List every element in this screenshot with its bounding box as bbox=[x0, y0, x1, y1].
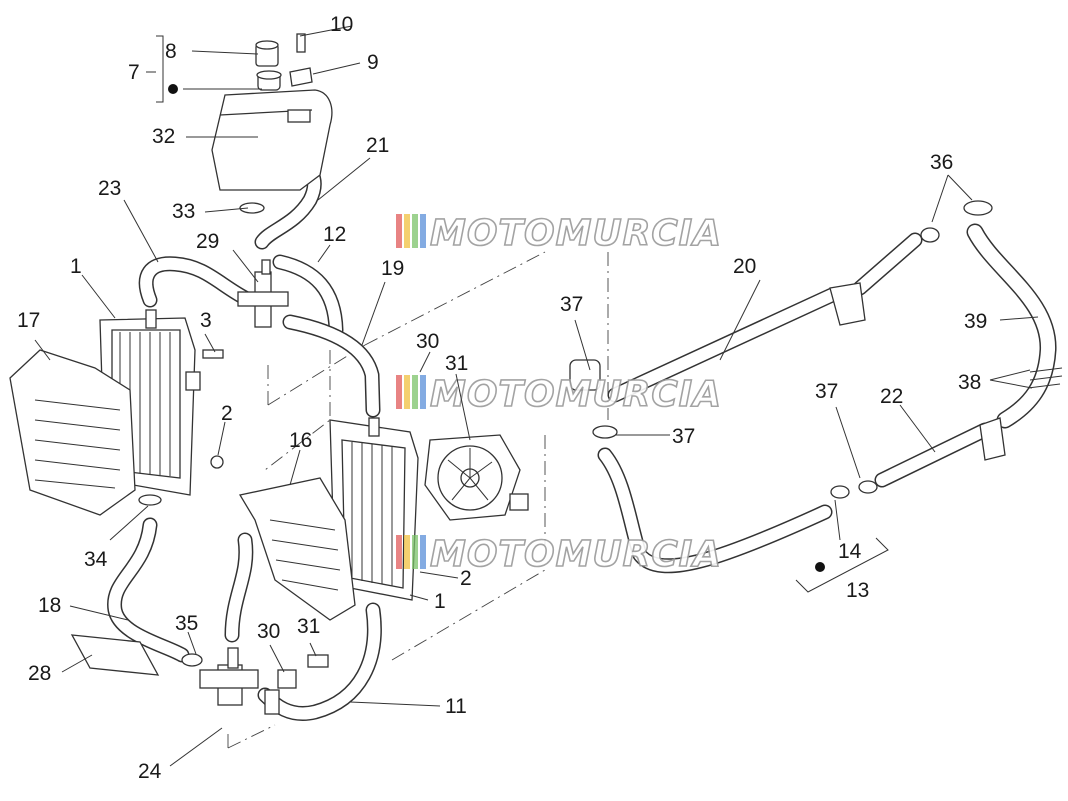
leader-lines bbox=[34, 25, 1039, 767]
hoses bbox=[107, 132, 1057, 721]
flange bbox=[829, 282, 866, 326]
label-29: 29 bbox=[196, 230, 219, 253]
adhesive-pad bbox=[70, 634, 160, 676]
label-32: 32 bbox=[152, 125, 175, 148]
label-30-lower: 30 bbox=[257, 620, 280, 643]
label-33: 33 bbox=[172, 200, 195, 223]
assembly-guide-lines bbox=[227, 251, 609, 749]
watermark-text: MOTOMURCIA bbox=[430, 374, 722, 415]
pipe-fitting bbox=[569, 359, 601, 391]
label-1-right: 1 bbox=[434, 590, 446, 613]
watermark: MOTOMURCIA MOTOMURCIA MOTOMURCIA bbox=[396, 212, 722, 576]
label-21: 21 bbox=[366, 134, 389, 157]
assembly-dot bbox=[815, 562, 825, 572]
label-28: 28 bbox=[28, 662, 51, 685]
label-10: 10 bbox=[330, 13, 353, 36]
watermark-logo: MOTOMURCIA bbox=[396, 533, 722, 576]
label-36: 36 bbox=[930, 151, 953, 174]
clip bbox=[277, 669, 297, 689]
hose-clamps bbox=[138, 200, 993, 667]
label-9: 9 bbox=[367, 51, 379, 74]
label-30-upper: 30 bbox=[416, 330, 439, 353]
t-fitting-lower bbox=[199, 647, 280, 715]
label-11: 11 bbox=[445, 695, 467, 718]
label-37-upper: 37 bbox=[560, 293, 583, 316]
watermark-logo: MOTOMURCIA bbox=[396, 373, 722, 416]
label-2-upper: 2 bbox=[221, 402, 233, 425]
label-12: 12 bbox=[323, 223, 346, 246]
nut bbox=[210, 455, 224, 469]
t-fitting-upper bbox=[237, 259, 289, 328]
label-2-lower: 2 bbox=[460, 567, 472, 590]
watermark-text: MOTOMURCIA bbox=[430, 213, 722, 254]
label-35: 35 bbox=[175, 612, 198, 635]
watermark-text: MOTOMURCIA bbox=[430, 534, 722, 575]
label-31-upper: 31 bbox=[445, 352, 468, 375]
part-number-labels: 10 8 9 7 32 21 23 33 12 29 1 19 17 3 30 … bbox=[17, 13, 987, 783]
label-3: 3 bbox=[200, 309, 212, 332]
right-shroud bbox=[238, 477, 356, 621]
label-1-left: 1 bbox=[70, 255, 82, 278]
screw bbox=[296, 33, 306, 53]
label-14: 14 bbox=[838, 540, 862, 563]
label-39: 39 bbox=[964, 310, 987, 333]
label-19: 19 bbox=[381, 257, 404, 280]
watermark-logo: MOTOMURCIA bbox=[396, 212, 722, 255]
cooling-fan bbox=[424, 434, 529, 521]
left-shroud bbox=[9, 349, 136, 516]
label-13: 13 bbox=[846, 579, 869, 602]
expansion-tank bbox=[211, 70, 333, 191]
label-16: 16 bbox=[289, 429, 312, 452]
label-7: 7 bbox=[128, 61, 140, 84]
flange bbox=[979, 417, 1006, 461]
label-8: 8 bbox=[165, 40, 177, 63]
label-18: 18 bbox=[38, 594, 61, 617]
assembly-dot bbox=[168, 84, 178, 94]
bolt bbox=[202, 349, 224, 359]
filler-cap bbox=[255, 40, 279, 67]
label-31-lower: 31 bbox=[297, 615, 320, 638]
label-17: 17 bbox=[17, 309, 40, 332]
label-37-right: 37 bbox=[815, 380, 838, 403]
label-23: 23 bbox=[98, 177, 121, 200]
label-38: 38 bbox=[958, 371, 981, 394]
label-22: 22 bbox=[880, 385, 903, 408]
label-34: 34 bbox=[84, 548, 108, 571]
label-37-middle: 37 bbox=[672, 425, 695, 448]
bracket bbox=[289, 67, 313, 87]
screw bbox=[307, 654, 329, 668]
label-20: 20 bbox=[733, 255, 756, 278]
label-24: 24 bbox=[138, 760, 162, 783]
